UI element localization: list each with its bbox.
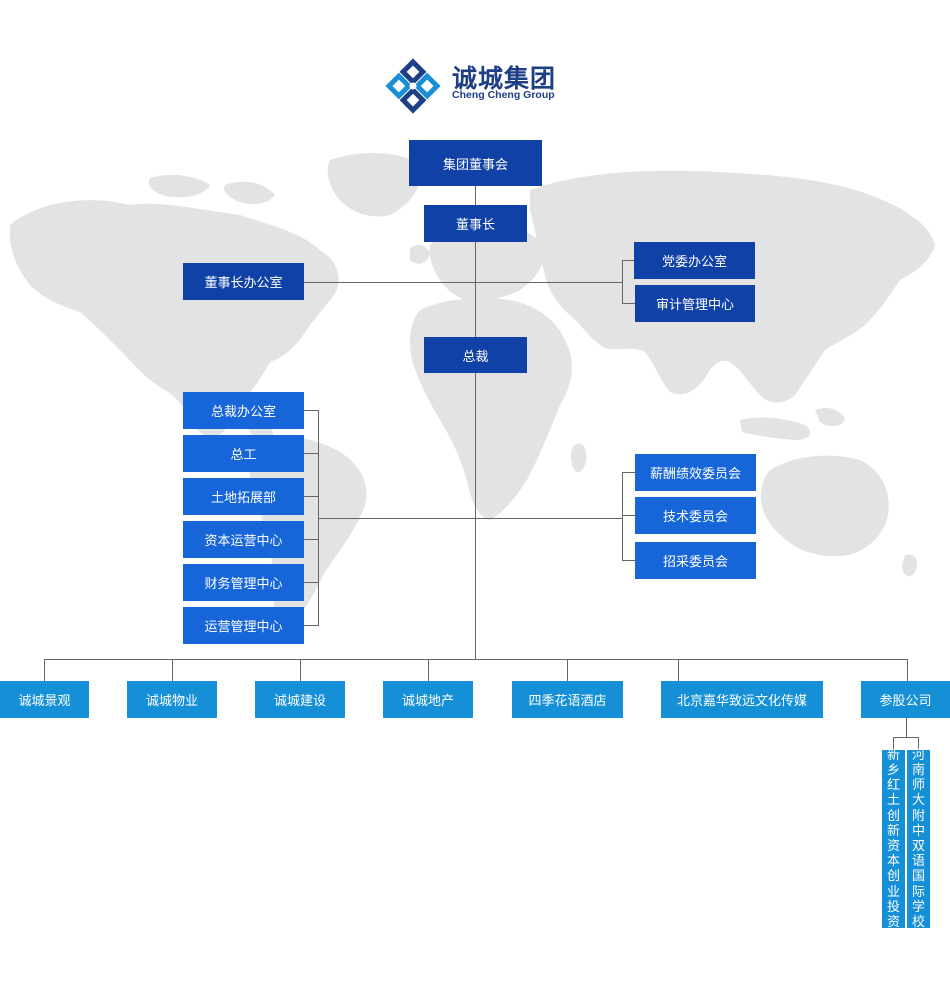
- node-procurement-committee[interactable]: 招采委员会: [635, 542, 756, 579]
- node-capital-center[interactable]: 资本运营中心: [183, 521, 304, 558]
- node-group-board[interactable]: 集团董事会: [409, 140, 542, 186]
- node-bilingual-school-label: 河南师大附中双语国际学校: [912, 747, 926, 931]
- node-landscape[interactable]: 诚城景观: [0, 681, 89, 718]
- node-construction[interactable]: 诚城建设: [255, 681, 345, 718]
- node-real-estate[interactable]: 诚城地产: [383, 681, 473, 718]
- node-operation-center[interactable]: 运营管理中心: [183, 607, 304, 644]
- node-president-office[interactable]: 总裁办公室: [183, 392, 304, 429]
- node-chief-engineer[interactable]: 总工: [183, 435, 304, 472]
- logo-name-en: Cheng Cheng Group: [452, 89, 555, 101]
- node-media[interactable]: 北京嘉华致远文化传媒: [661, 681, 823, 718]
- node-xinxiang-venture-label: 新乡红土创新资本创业投资: [887, 747, 901, 931]
- node-salary-committee[interactable]: 薪酬绩效委员会: [635, 454, 756, 491]
- node-land-dept[interactable]: 土地拓展部: [183, 478, 304, 515]
- node-party-office[interactable]: 党委办公室: [634, 242, 755, 279]
- node-president[interactable]: 总裁: [424, 337, 527, 373]
- node-finance-center[interactable]: 财务管理中心: [183, 564, 304, 601]
- node-bilingual-school[interactable]: 河南师大附中双语国际学校: [907, 747, 930, 931]
- node-audit-center[interactable]: 审计管理中心: [635, 285, 755, 322]
- node-hotel[interactable]: 四季花语酒店: [512, 681, 623, 718]
- node-tech-committee[interactable]: 技术委员会: [635, 497, 756, 534]
- node-xinxiang-venture[interactable]: 新乡红土创新资本创业投资: [882, 747, 905, 931]
- node-chairman-office[interactable]: 董事长办公室: [183, 263, 304, 300]
- logo-name-cn: 诚城集团: [452, 64, 557, 93]
- node-chairman[interactable]: 董事长: [424, 205, 527, 242]
- node-property[interactable]: 诚城物业: [127, 681, 217, 718]
- company-logo: [382, 55, 572, 117]
- node-shareholding[interactable]: 参股公司: [861, 681, 950, 718]
- logo-mark-icon: [385, 58, 441, 114]
